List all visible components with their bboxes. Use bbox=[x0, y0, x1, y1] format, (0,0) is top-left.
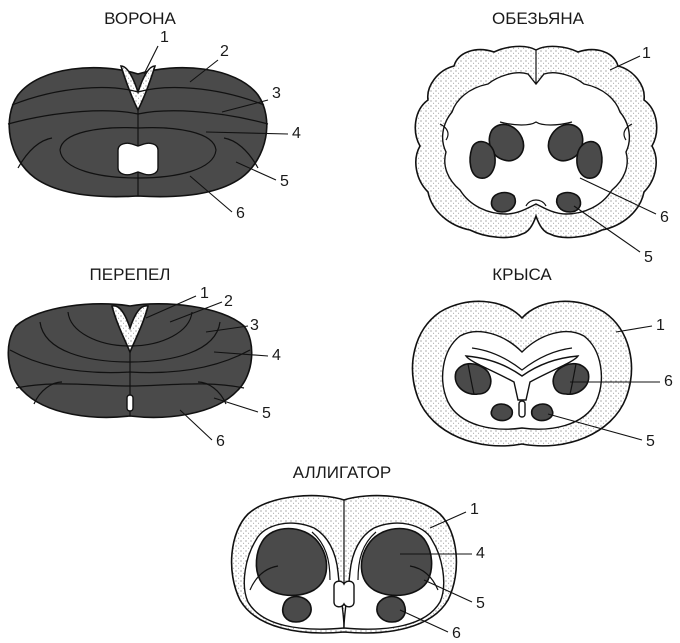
crow-label-5: 5 bbox=[280, 173, 289, 190]
crow-label-3: 3 bbox=[272, 85, 281, 102]
panel-crow: ВОРОНА 1 2 3 4 5 6 bbox=[8, 9, 301, 222]
alligator-region-right-6 bbox=[377, 597, 405, 623]
alligator-region-left-6 bbox=[283, 597, 311, 623]
monkey-label-6: 6 bbox=[660, 209, 669, 226]
crow-ventricle bbox=[118, 143, 158, 175]
alligator-title: АЛЛИГАТОР bbox=[293, 463, 392, 482]
monkey-label-1: 1 bbox=[642, 45, 651, 62]
crow-label-6: 6 bbox=[236, 205, 245, 222]
rat-region-left-5 bbox=[491, 404, 512, 421]
monkey-region-right-5 bbox=[557, 193, 581, 212]
rat-label-1: 1 bbox=[656, 317, 665, 334]
rat-label-6: 6 bbox=[664, 373, 673, 390]
panel-quail: ПЕРЕПЕЛ 1 2 3 4 5 6 bbox=[8, 265, 281, 450]
alligator-label-4: 4 bbox=[476, 545, 485, 562]
quail-label-5: 5 bbox=[262, 405, 271, 422]
rat-region-right-5 bbox=[532, 404, 553, 421]
quail-label-6: 6 bbox=[216, 433, 225, 450]
alligator-ventricle bbox=[334, 581, 354, 607]
quail-label-4: 4 bbox=[272, 347, 281, 364]
quail-title: ПЕРЕПЕЛ bbox=[90, 265, 171, 284]
alligator-label-5: 5 bbox=[476, 595, 485, 612]
crow-label-1: 1 bbox=[160, 29, 169, 46]
quail-ventricle bbox=[127, 395, 133, 411]
monkey-label-5: 5 bbox=[644, 249, 653, 266]
alligator-label-6: 6 bbox=[452, 625, 461, 642]
panel-rat: КРЫСА 1 6 5 bbox=[413, 265, 673, 450]
panel-monkey: ОБЕЗЬЯНА 1 6 5 bbox=[415, 9, 669, 266]
quail-label-1: 1 bbox=[200, 285, 209, 302]
monkey-region-left-6 bbox=[470, 142, 495, 179]
quail-label-3: 3 bbox=[250, 317, 259, 334]
crow-label-2: 2 bbox=[220, 43, 229, 60]
monkey-title: ОБЕЗЬЯНА bbox=[492, 9, 585, 28]
rat-title: КРЫСА bbox=[492, 265, 552, 284]
panel-alligator: АЛЛИГАТОР 1 4 5 6 bbox=[232, 463, 485, 642]
monkey-region-left-5 bbox=[491, 193, 515, 212]
alligator-label-1: 1 bbox=[470, 501, 479, 518]
crow-title: ВОРОНА bbox=[104, 9, 176, 28]
rat-label-5: 5 bbox=[646, 433, 655, 450]
monkey-white-matter bbox=[443, 73, 630, 214]
monkey-region-right-6 bbox=[577, 142, 602, 179]
quail-label-2: 2 bbox=[224, 293, 233, 310]
crow-label-4: 4 bbox=[292, 125, 301, 142]
